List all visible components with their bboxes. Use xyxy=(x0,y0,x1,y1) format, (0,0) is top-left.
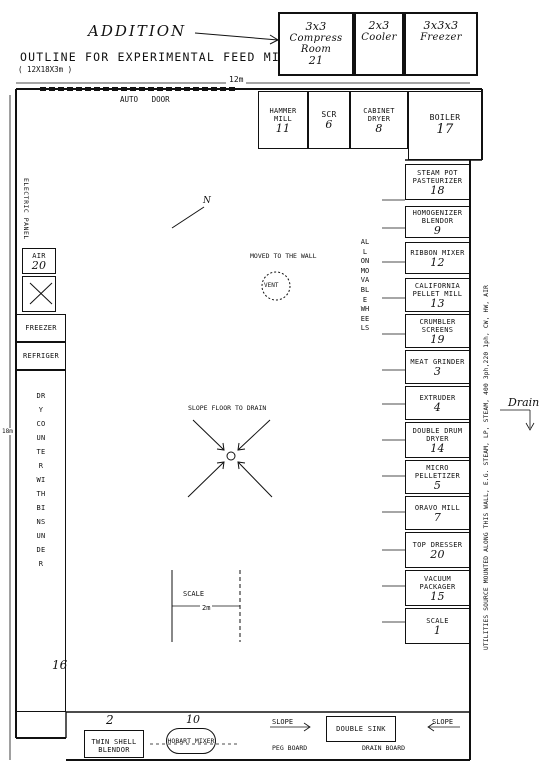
twin-shell-number: 2 xyxy=(106,713,114,727)
addition-room-freezer: 3x3x3 Freezer xyxy=(404,12,478,76)
length-dimension: 18m xyxy=(2,428,13,435)
scale-value: 2m xyxy=(200,604,213,612)
air-box-x xyxy=(22,276,56,312)
slope-right-label: SLOPE xyxy=(432,718,454,726)
width-dimension: 12m xyxy=(226,75,247,84)
slope-left-label: SLOPE xyxy=(272,718,294,726)
slope-note: SLOPE FLOOR TO DRAIN xyxy=(188,404,267,412)
north-arrow-label: N xyxy=(203,196,211,206)
addition-room-cooler: 2x3 Cooler xyxy=(354,12,404,76)
drain-label: Drain xyxy=(508,396,540,409)
movable-wheels-note: ALL ON MOVABLE WHEELS xyxy=(360,238,370,333)
air-compressor: AIR 20 xyxy=(22,248,56,274)
boiler: BOILER 17 xyxy=(408,91,482,160)
auto-door-label: AUTO DOOR xyxy=(120,95,170,104)
hammer-mill: HAMMER MILL 11 xyxy=(258,91,308,149)
dry-counter-number: 16 xyxy=(52,658,68,672)
twin-shell-blendor: TWIN SHELL BLENDOR xyxy=(84,730,144,758)
vent: VENT xyxy=(264,282,279,289)
scale-label: SCALE xyxy=(183,590,205,598)
scr: SCR 6 xyxy=(308,91,350,149)
double-sink: DOUBLE SINK xyxy=(326,716,396,742)
vent-note: MOVED TO THE WALL xyxy=(250,252,317,260)
cabinet-dryer: CABINET DRYER 8 xyxy=(350,91,408,149)
refrigerator: REFRIGER xyxy=(16,342,66,370)
addition-room-compress: 3x3 Compress Room 21 xyxy=(278,12,354,76)
utilities-note: UTILITIES SOURCE MOUNTED ALONG THIS WALL… xyxy=(483,284,490,650)
electric-panel-label: ELECTRIC PANEL xyxy=(22,178,30,240)
peg-board-label: PEG BOARD xyxy=(272,744,308,752)
hobart-mixer: HOBART MIXER xyxy=(166,728,216,754)
dry-counter: DRY COUNTER WITH BINS UNDER xyxy=(16,370,66,712)
building-dimensions: ( 12X18X3m ) xyxy=(18,65,73,74)
addition-label: ADDITION xyxy=(88,22,187,40)
drain-board-label: DRAIN BOARD xyxy=(362,744,406,752)
hobart-number: 10 xyxy=(186,713,200,726)
freezer: FREEZER xyxy=(16,314,66,342)
